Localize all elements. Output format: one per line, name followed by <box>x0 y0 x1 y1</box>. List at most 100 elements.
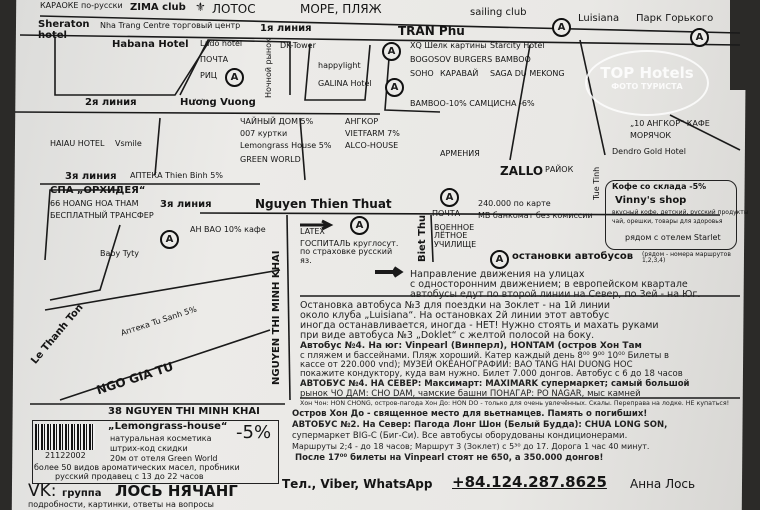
ngo-gia-tu-road <box>59 329 271 401</box>
place: SOHO <box>410 69 434 78</box>
barcode-number: 21122002 <box>45 451 86 460</box>
place: БЕСПЛАТНЫЙ ТРАНСФЕР <box>50 211 154 220</box>
place: Ночной рынок <box>264 38 273 98</box>
vinnys-shop-name: Vinny's shop <box>615 195 687 206</box>
karaoke-label: КАРАОКЕ по-русски <box>40 1 123 10</box>
info-line: Маршруты 2;4 - до 18 часов; Маршрут 3 (З… <box>292 442 650 451</box>
place: HAIAU HOTEL <box>50 139 105 148</box>
place: ПОЧТА <box>200 55 229 64</box>
watermark-brand: TOP Hotels <box>600 64 694 82</box>
street-line1: 1я линия <box>260 23 312 34</box>
place: BOGOSOV BURGERS <box>410 55 493 64</box>
lotus-label: ЛОТОС <box>212 2 256 16</box>
info-line: при виде автобуса №3 „Doklet“ с желтой п… <box>300 330 595 341</box>
block <box>669 114 741 151</box>
street-biet-thu: Biet Thu <box>417 214 428 262</box>
place: 240.000 по карте <box>478 199 551 208</box>
bus-stop-icon: A <box>160 230 179 249</box>
nha-trang-centre: Nha Trang Centre торговый центр <box>100 21 241 30</box>
street-nguyen-thi-minh-khai: NGUYEN THI MINH KHAI <box>271 250 282 385</box>
vinnys-near: рядом с отелем Starlet <box>625 233 721 242</box>
place: Dendro Gold Hotel <box>612 147 686 156</box>
place: Vsmile <box>115 139 142 148</box>
vk-label: VK: <box>28 481 57 501</box>
zima-club: ZIMA club <box>130 2 186 13</box>
coupon-discount: -5% <box>236 422 272 443</box>
one-way-arrow <box>300 219 334 231</box>
place: Habana Hotel <box>112 39 189 50</box>
vk-sub: подробности, картинки, ответы на вопросы <box>28 500 214 509</box>
nguyen-thi-minh-khai-road <box>286 214 291 401</box>
info-line: АВТОБУС №4. НА СЕВЕР: Максимарт: MAXIMAR… <box>300 379 690 389</box>
place: ZALLO <box>500 164 544 178</box>
place: SAGA DU MEKONG <box>490 69 565 78</box>
block <box>304 43 371 101</box>
info-line: покажите кондуктору, куда вам нужно. Бил… <box>300 369 683 379</box>
place: DK-Tower <box>280 41 316 50</box>
beach-road <box>39 15 741 34</box>
line2-road <box>14 111 381 115</box>
sailing-club: sailing club <box>470 7 527 18</box>
street-line3b: 3я линия <box>160 199 212 210</box>
place: GALINA Hotel <box>318 79 372 88</box>
info-line: супермаркет BIG-C (Биг-Си). Все автобусы… <box>292 431 628 441</box>
bus-stop-icon: A <box>690 28 709 47</box>
place: ЧАЙНЫЙ ДОМ 5% <box>240 117 314 126</box>
coupon-line-4: более 50 видов ароматических масел, проб… <box>34 463 240 472</box>
place: Lemongrass House 5% <box>240 141 332 150</box>
bus-stop-icon: A <box>382 42 401 61</box>
place: XQ Шелк картины <box>410 41 487 50</box>
bus-stop-icon: A <box>225 68 244 87</box>
place: Baby Tyty <box>100 249 139 258</box>
place: BAMBOO-10% САМЦИСНА -6% <box>410 99 535 108</box>
watermark-sub: ФОТО ТУРИСТА <box>611 82 683 91</box>
le-thanh-ton-road <box>44 269 281 311</box>
legend-one-way-2: с односторонним движением; в европейском… <box>410 279 688 290</box>
place: РАЙОК <box>545 165 574 174</box>
place: АРМЕНИЯ <box>440 149 480 158</box>
barcode <box>35 424 95 450</box>
place: ПОЧТА <box>432 209 461 218</box>
nguyen-thien-thuat-road <box>199 212 721 216</box>
gorky-park-label: Парк Горького <box>636 13 714 24</box>
block <box>299 117 306 181</box>
luisiana-label: Luisiana <box>578 13 620 24</box>
place: happylight <box>318 61 361 70</box>
info-line: Хон Чон: HON CHONG, остров-пагода Хон До… <box>300 400 730 407</box>
vk-name: ЛОСЬ НЯЧАНГ <box>115 482 238 500</box>
vinnys-title: Кофе со склада -5% <box>612 182 707 191</box>
vk-group: группа <box>62 488 102 499</box>
info-line: Автобус №4. На юг: Vinpearl (Винперл), H… <box>300 341 642 351</box>
info-line: около клуба „Luisiana“. На остановках 2й… <box>300 310 610 321</box>
coupon-line-3: 20м от отеля Green World <box>110 454 218 463</box>
place: ALCO-HOUSE <box>345 141 399 150</box>
place: BAMBOO <box>495 55 531 64</box>
street-tue-tinh: Tue Tinh <box>592 166 601 200</box>
place: АН ВАО 10% кафе <box>190 225 266 234</box>
place: СПА „ОРХИДЕЯ“ <box>50 185 146 196</box>
vinnys-desc-1: вкусный кофе, детский, русский продукты <box>612 209 749 216</box>
tophotels-watermark: TOP Hotels ФОТО ТУРИСТА <box>585 50 709 116</box>
place: MB банкомат без комиссии <box>478 211 593 220</box>
place: РИЦ <box>200 71 218 80</box>
legend-bus-stops-note: (рядом - номера маршрутов 1,2,3,4) <box>642 251 731 265</box>
bus-stop-icon: A <box>440 188 459 207</box>
info-line: рынок ЧО ДАМ: CHO DAM, чамские башни ПОН… <box>300 389 641 399</box>
street-tran-phu: TRAN Phu <box>398 24 465 38</box>
info-line: кассе от 220.000 vnd); МУЗЕЙ ОКЕАНОГРАФИ… <box>300 360 633 370</box>
street-nguyen-thien-thuat: Nguyen Thien Thuat <box>255 197 392 211</box>
lotus-icon: ⚜ <box>195 0 206 14</box>
block <box>54 38 211 96</box>
block <box>49 224 121 301</box>
block <box>154 117 161 176</box>
phone-number[interactable]: +84.124.287.8625 <box>452 473 607 491</box>
coupon-line-5: русский продавец с 13 до 22 часов <box>55 472 204 481</box>
block <box>384 44 441 113</box>
contact-name: Анна Лось <box>630 477 696 491</box>
street-line2: 2я линия <box>85 97 137 108</box>
block <box>509 44 531 161</box>
info-line: АВТОБУС №2. На Север: Пагода Лонг Шон (Б… <box>292 420 668 430</box>
place: ГОСПИТАЛЬ круглосут. по страховке русски… <box>300 239 399 265</box>
sheraton-hotel: Sheraton hotel <box>38 19 90 41</box>
